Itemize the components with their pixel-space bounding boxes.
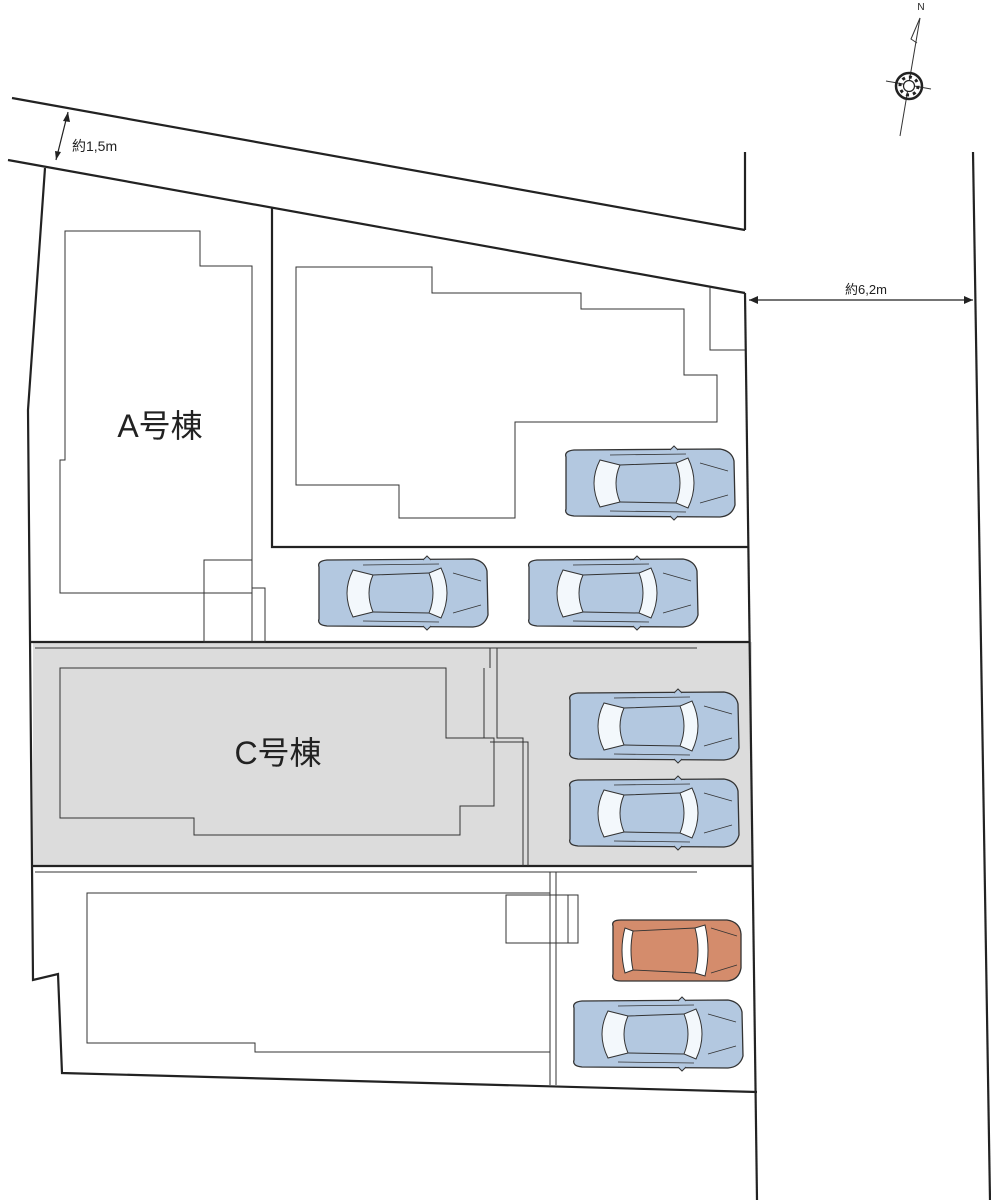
building-b [295,266,745,519]
site-boundary [26,167,758,1094]
north-arrow-icon: N [885,2,932,137]
building-a-label: A号棟 [117,408,202,444]
building-c [35,647,697,866]
lot-dividers [30,208,753,868]
svg-text:約1,5m: 約1,5m [72,138,117,154]
car-parking-6 [573,996,744,1072]
roads [7,96,991,1200]
dimension-road-north: 約1,5m [55,111,117,161]
car-parking-3 [528,555,699,631]
small-car-parking [612,919,742,982]
building-a [59,230,266,643]
svg-text:約6,2m: 約6,2m [845,282,887,297]
car-parking-5 [569,775,740,851]
svg-text:N: N [917,2,924,13]
building-c-label: C号棟 [234,735,321,771]
building-d [35,871,697,1085]
car-parking-1 [565,445,736,521]
dimension-road-east: 約6,2m [749,282,973,304]
car-parking-4 [569,688,740,764]
car-parking-2 [318,555,489,631]
